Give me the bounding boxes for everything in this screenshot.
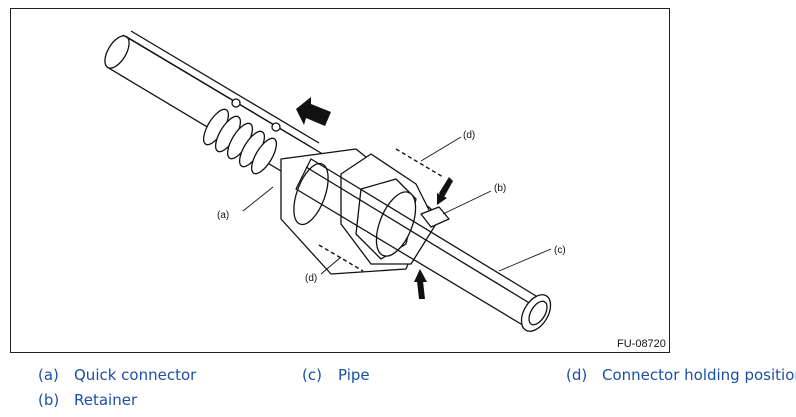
connector-opening [375,191,417,257]
legend-label: Pipe [338,366,370,384]
pipe-end-inner [528,300,548,326]
legend-item-c: (c) Pipe [302,366,370,384]
figure-frame: (d) (b) (c) (a) (d) FU-08720 [10,8,670,353]
leader-c [498,248,552,272]
figure-code: FU-08720 [617,338,666,350]
legend-key: (c) [302,366,322,384]
leader-a [242,186,274,212]
hose-ribs [202,108,278,175]
pipe-highlight [305,166,537,308]
quick-connector-illustration: (d) (b) (c) (a) (d) FU-08720 [104,30,666,350]
holding-position-line-bottom [318,244,364,272]
pull-direction-arrow [296,97,331,126]
legend-item-b: (b) Retainer [38,391,137,409]
legend-label: Connector holding position [602,366,796,384]
legend-key: (b) [38,391,60,409]
legend: (a) Quick connector (b) Retainer (c) Pipe (… [0,360,796,416]
callout-d-bottom: (d) [305,273,317,284]
leader-d-top [420,136,462,162]
press-arrow-top [437,177,453,205]
legend-label: Quick connector [74,366,197,384]
connector-collar [293,162,329,226]
legend-item-a: (a) Quick connector [38,366,196,384]
callout-b: (b) [494,183,506,194]
legend-item-d: (d) Connector holding position [566,366,796,384]
callout-a: (a) [217,210,229,221]
holding-position-line-top [395,148,444,178]
leader-d-bottom [320,256,342,275]
legend-key: (d) [566,366,588,384]
legend-key: (a) [38,366,59,384]
callout-c: (c) [554,245,566,256]
retainer-tab [420,206,450,228]
leader-b [442,190,492,215]
legend-label: Retainer [74,391,138,409]
callout-d-top: (d) [463,130,475,141]
press-arrow-bottom [414,269,427,299]
